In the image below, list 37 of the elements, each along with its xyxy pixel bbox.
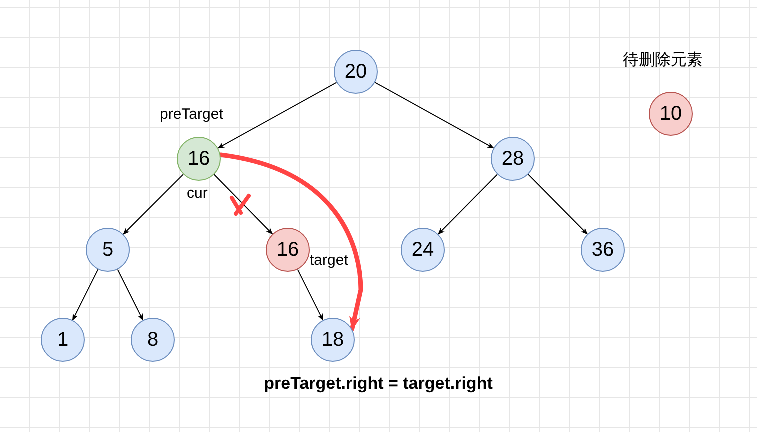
tree-node-circle [401,228,445,272]
tree-node-circle [86,228,130,272]
arrow [528,174,588,235]
tree-node-circle [41,318,85,362]
node-value: 16 [188,148,210,170]
tree-node-circle [581,228,625,272]
node-value: 20 [344,60,368,84]
node-value: 24 [412,238,434,262]
arrow [214,174,274,235]
arrow [117,269,144,321]
tree-node-circle [266,228,310,272]
arrow [438,174,498,235]
node-value: 1 [57,328,69,352]
caption: preTarget.right = target.right [264,374,493,393]
node-value: 5 [102,238,114,262]
tree-node-circle [491,137,535,181]
node-value: 18 [322,328,344,352]
tree-node-circle [311,318,355,362]
node-value: 10 [660,102,682,126]
node-value: 28 [502,148,524,170]
arrow [374,82,494,149]
node-value: 8 [147,328,159,352]
arrow [297,269,324,321]
node-value: 36 [592,238,614,262]
arrow [123,174,184,235]
node-annotation: 待删除元素 [623,50,703,71]
tree-node-circle [334,50,378,94]
tree-node-circle [649,92,693,136]
arrow [218,82,338,149]
node-annotation: cur [187,185,208,202]
arrow [218,152,364,332]
node-annotation: preTarget [160,106,224,123]
node-annotation: target [310,252,348,269]
arrow [72,269,99,321]
tree-node-circle [131,318,175,362]
tree-node-circle [177,137,221,181]
node-value: 16 [276,238,300,262]
